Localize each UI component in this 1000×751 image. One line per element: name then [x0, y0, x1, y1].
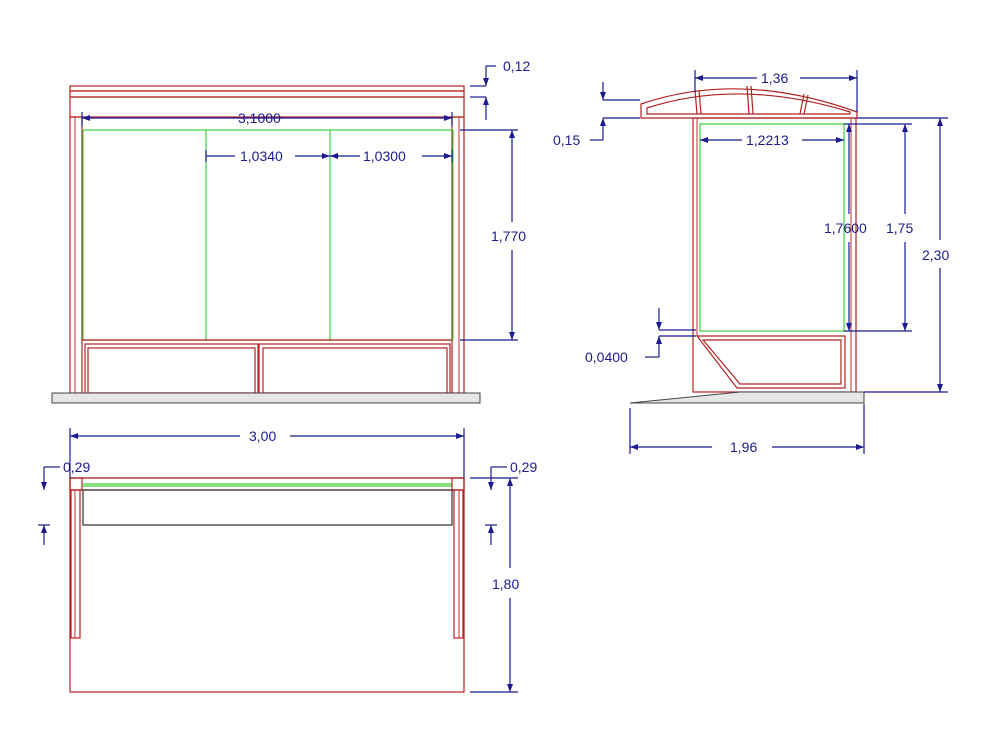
side-ground-ramp [629, 391, 865, 404]
front-ground-slab [51, 392, 481, 404]
front-roof-top [69, 85, 465, 92]
side-glass-width-label: 1,2213 [746, 132, 789, 148]
side-base-width-label: 1,96 [730, 439, 757, 455]
plan-bench [82, 489, 453, 526]
side-glass [699, 123, 845, 332]
side-frame-outer [692, 117, 857, 393]
side-view: 1,36 0,15 1,2213 1,7600 1,75 [553, 70, 949, 455]
plan-view: 3,00 0,29 0,29 1,80 [38, 428, 537, 693]
front-width-label: 3,1000 [238, 110, 281, 126]
plan-width-label: 3,00 [249, 428, 276, 444]
plan-right-depth-label: 0,29 [510, 459, 537, 475]
side-roof-width-label: 1,36 [761, 70, 788, 86]
side-glass-height-label: 1,7600 [824, 220, 867, 236]
side-total-height-label: 2,30 [922, 247, 949, 263]
front-roof-fascia [69, 96, 465, 118]
front-roof-middle [69, 90, 465, 98]
plan-outline [69, 477, 465, 693]
front-roof-thickness-label: 0,12 [503, 58, 530, 74]
side-roof-thickness-label: 0,15 [553, 132, 580, 148]
plan-left-depth-label: 0,29 [63, 459, 90, 475]
front-right-post [451, 116, 465, 394]
front-glass-height-label: 1,770 [491, 228, 526, 244]
front-left-post [69, 116, 83, 394]
side-bench-gap-label: 0,0400 [585, 349, 628, 365]
front-middle-panel-label: 1,0340 [240, 148, 283, 164]
side-roof-inner [646, 93, 851, 115]
side-bench-inner [701, 339, 842, 385]
front-right-panel-label: 1,0300 [363, 148, 406, 164]
side-frame-height-label: 1,75 [886, 220, 913, 236]
front-view: 3,1000 1,0340 1,0300 1,770 0,12 [51, 58, 530, 404]
front-bench-left [84, 343, 259, 394]
plan-depth-label: 1,80 [492, 576, 519, 592]
front-bench-right [258, 343, 451, 394]
side-bench-outer [695, 335, 846, 389]
